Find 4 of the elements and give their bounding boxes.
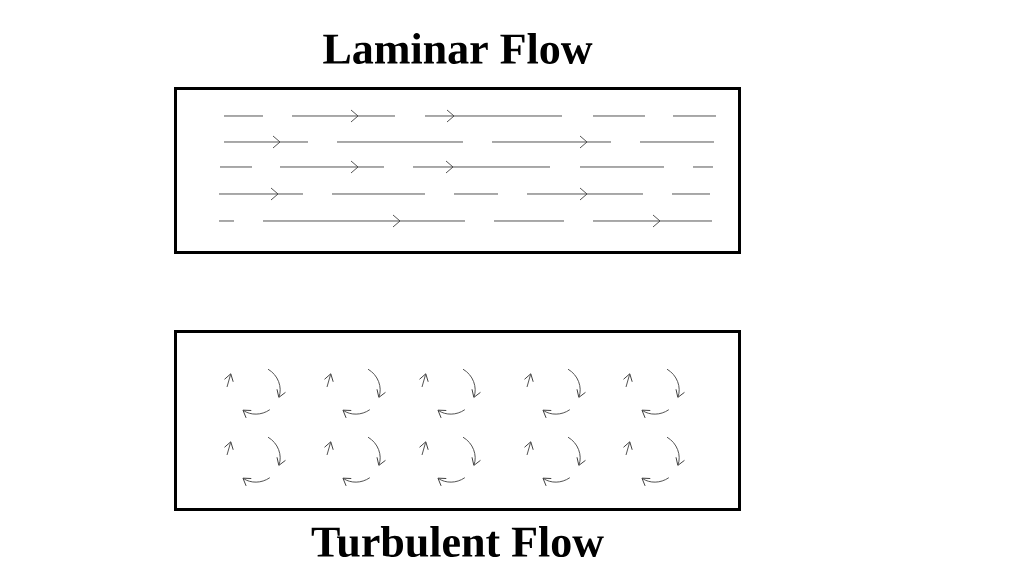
node-label: Laminar Flow xyxy=(323,32,593,64)
flow-box: Laminar Flow xyxy=(174,33,741,254)
flow-box: Turbulent Flow xyxy=(174,330,741,558)
node-label: Turbulent Flow xyxy=(311,526,604,558)
